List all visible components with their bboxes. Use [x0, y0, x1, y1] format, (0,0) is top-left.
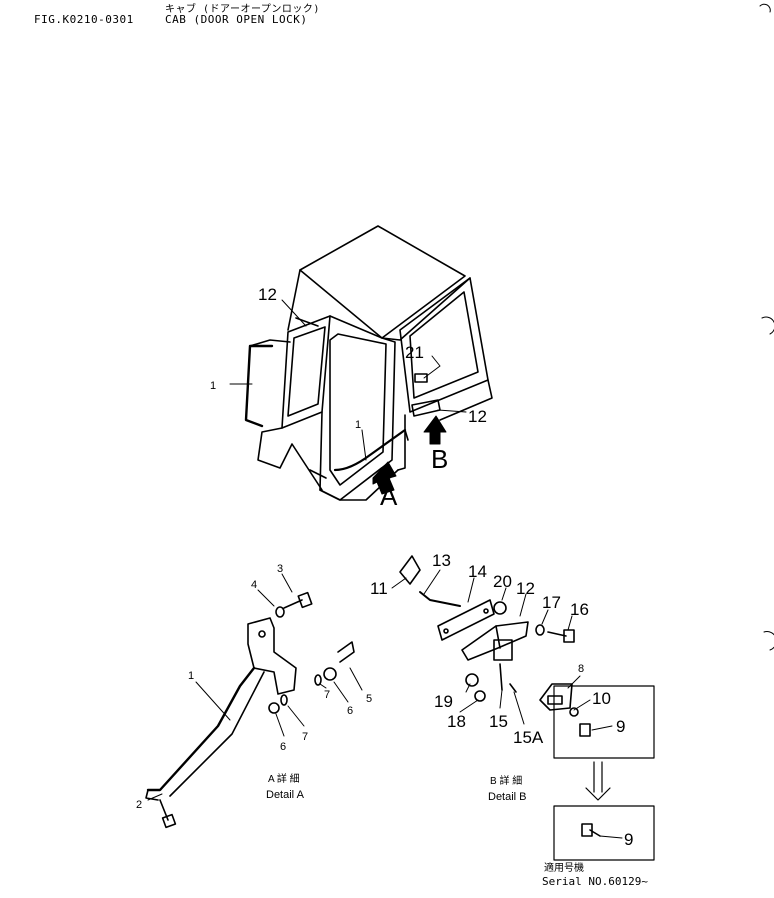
- japanese-title: キャブ (ドアーオープンロック): [165, 4, 320, 15]
- detail-b-callout: 9: [616, 717, 625, 736]
- detail-b-caption-jp: B 詳 細: [490, 774, 522, 787]
- detail-a-callout: 7: [324, 689, 330, 701]
- detail-a-callout: 3: [277, 563, 283, 575]
- detail-a-callout: 4: [251, 579, 257, 591]
- detail-b-drawing: [391, 555, 655, 861]
- overview-callout: 12: [468, 407, 487, 426]
- detail-b-callout: 13: [432, 551, 451, 570]
- detail-b-callout: 12: [516, 579, 535, 598]
- detail-a-drawing: [145, 573, 363, 829]
- detail-b-callout: 10: [592, 689, 611, 708]
- detail-a-caption: Detail A: [266, 789, 305, 801]
- detail-b-callout: 17: [542, 593, 561, 612]
- detail-b-callout: 9: [624, 830, 633, 849]
- detail-b-callout: 20: [493, 572, 512, 591]
- detail-a-callout: 7: [302, 731, 308, 743]
- view-b-label: B: [431, 444, 448, 474]
- figure-title: CAB (DOOR OPEN LOCK): [165, 13, 308, 26]
- detail-b-callout: 16: [570, 600, 589, 619]
- detail-b-callout: 15: [489, 712, 508, 731]
- detail-a-callout: 6: [347, 705, 353, 717]
- detail-a-caption-jp: A 詳 細: [268, 772, 300, 785]
- detail-b-callout: 18: [447, 712, 466, 731]
- overview-callout: 21: [405, 343, 424, 362]
- detail-a-callout: 6: [280, 741, 286, 753]
- overview-callout: 1: [210, 380, 216, 392]
- detail-b-callout: 19: [434, 692, 453, 711]
- figure-number: FIG.K0210-0301: [34, 13, 134, 26]
- overview-callout: 1: [355, 419, 361, 431]
- detail-b-callout: 14: [468, 562, 487, 581]
- detail-b-caption: Detail B: [488, 791, 527, 803]
- cab-overview-drawing: [229, 225, 493, 501]
- detail-a-callout: 1: [188, 670, 194, 682]
- detail-b-callout: 11: [370, 579, 388, 598]
- detail-a-callout: 5: [366, 693, 372, 705]
- overview-callout: 12: [258, 285, 277, 304]
- detail-b-callout: 8: [578, 663, 584, 675]
- serial-label-jp: 適用号機: [544, 861, 584, 874]
- serial-label: Serial NO.60129~: [542, 875, 648, 888]
- view-a-label: A: [380, 481, 398, 511]
- detail-b-callout: 15A: [513, 728, 544, 747]
- detail-a-callout: 2: [136, 799, 142, 811]
